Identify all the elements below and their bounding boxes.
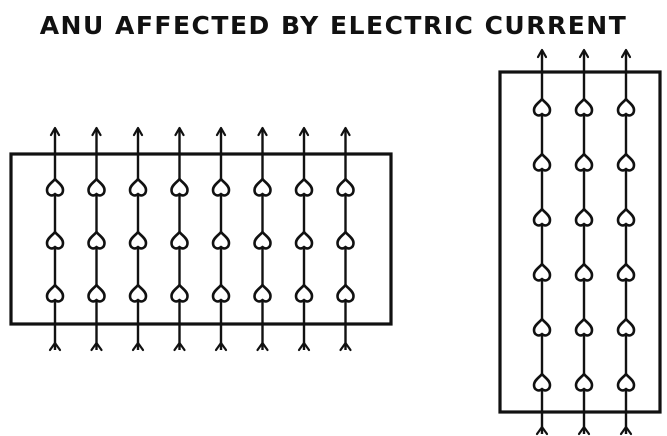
arrow-head [91,126,102,137]
anu-shape [532,372,552,392]
arrow-head [215,126,227,137]
anu-shape [170,283,189,303]
arrow-tail [173,341,186,352]
anu-shape [128,177,148,197]
anu-shape [87,230,106,250]
arrow-tail [131,341,145,352]
arrow-tail [535,425,549,436]
anu-shape [128,230,148,250]
anu-shape [294,230,314,250]
arrow-head [536,48,548,59]
anu-shape [532,262,552,282]
arrow-head [257,126,268,137]
anu-shape [211,177,231,197]
anu-shape [532,207,552,227]
block-frame [9,152,393,326]
anu-shape [574,372,594,392]
anu-shape [45,283,65,303]
anu-shape [616,317,636,337]
arrow-tail [214,341,228,352]
arrow-head [174,126,185,137]
anu-shape [574,97,594,117]
anu-shape [87,283,106,303]
arrow-tail [339,341,352,352]
arrow-head [620,48,632,59]
arrow-tail [297,341,311,352]
anu-shape [574,152,594,172]
arrow-tail [619,425,633,436]
arrow-tail [577,425,591,436]
anu-shape [532,152,552,172]
anu-shape [170,177,189,197]
anu-shape [87,177,106,197]
arrow-head [298,126,310,137]
anu-shape [532,317,552,337]
anu-shape [616,152,636,172]
arrow-head [340,126,351,137]
anu-shape [616,207,636,227]
anu-shape [211,230,231,250]
anu-shape [336,283,355,303]
anu-shape [616,262,636,282]
anu-shape [616,372,636,392]
anu-shape [532,97,552,117]
arrow-tail [90,341,103,352]
anu-shape [616,97,636,117]
anu-shape [45,230,65,250]
anu-shape [170,230,189,250]
anu-shape [574,207,594,227]
anu-shape [336,230,355,250]
anu-shape [45,177,65,197]
anu-shape [253,283,272,303]
arrow-head [132,126,144,137]
anu-shape [574,317,594,337]
anu-shape [336,177,355,197]
diagram-title: ANU AFFECTED BY ELECTRIC CURRENT [39,11,628,40]
arrow-tail [256,341,269,352]
anu-shape [294,177,314,197]
anu-shape [128,283,148,303]
arrow-head [49,126,61,137]
anu-shape [294,283,314,303]
anu-shape [253,230,272,250]
anu-shape [253,177,272,197]
block-frame [498,70,662,414]
arrow-head [578,48,590,59]
anu-shape [211,283,231,303]
vertical-block-panel [498,48,662,436]
arrow-tail [48,341,62,352]
horizontal-block-panel [9,126,393,352]
anu-shape [574,262,594,282]
